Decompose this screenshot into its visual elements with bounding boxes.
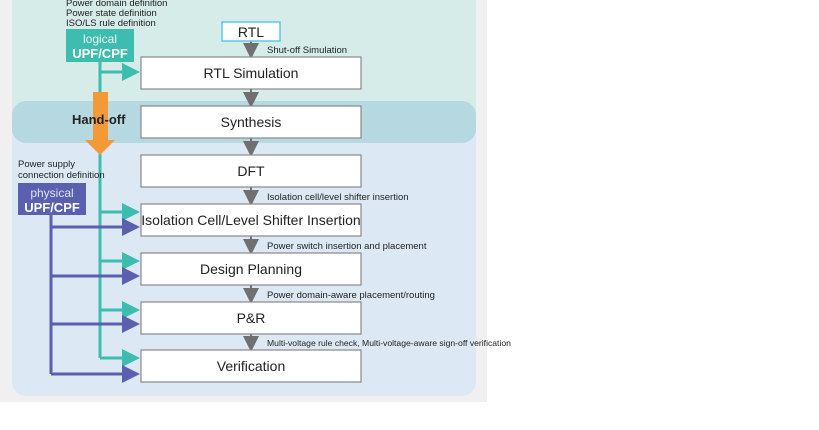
note-shutoff-sim: Shut-off Simulation bbox=[267, 45, 347, 56]
step-pr: P&R bbox=[140, 301, 362, 335]
step-box bbox=[140, 105, 362, 139]
step-box bbox=[140, 349, 362, 383]
note-power-supply: Power supply bbox=[18, 159, 75, 170]
rtl-label: RTL bbox=[238, 24, 264, 40]
step-box bbox=[140, 56, 362, 90]
step-label: P&R bbox=[237, 310, 266, 326]
physical-connectors bbox=[49, 215, 140, 383]
note-power-domain: Power domain definition bbox=[66, 0, 167, 9]
step-box bbox=[140, 252, 362, 286]
step-verification: Verification bbox=[140, 349, 362, 383]
step-label: Verification bbox=[217, 358, 285, 374]
note-mv-check: Multi-voltage rule check, Multi-voltage-… bbox=[267, 338, 511, 348]
note-iso-ls: ISO/LS rule definition bbox=[66, 18, 156, 29]
step-isolation-cell: Isolation Cell/Level Shifter Insertion bbox=[140, 203, 362, 237]
step-dft: DFT bbox=[140, 154, 362, 188]
note-iso-insertion: Isolation cell/level shifter insertion bbox=[267, 192, 409, 203]
step-synthesis: Synthesis bbox=[140, 105, 362, 139]
step-label: RTL Simulation bbox=[204, 65, 299, 81]
note-power-switch: Power switch insertion and placement bbox=[267, 241, 427, 252]
physical-upf-box bbox=[18, 183, 86, 215]
note-power-state: Power state definition bbox=[66, 8, 157, 19]
step-design-planning: Design Planning bbox=[140, 252, 362, 286]
physical-upf-label: UPF/CPF bbox=[24, 200, 80, 215]
logical-upf-box bbox=[66, 29, 134, 62]
physical-label: physical bbox=[30, 186, 73, 200]
step-rtl-simulation: RTL Simulation bbox=[140, 56, 362, 90]
handoff-label: Hand-off bbox=[72, 112, 126, 127]
step-box bbox=[140, 301, 362, 335]
step-label: Design Planning bbox=[200, 261, 302, 277]
logical-upf-label: UPF/CPF bbox=[72, 46, 128, 61]
logical-label: logical bbox=[83, 32, 117, 46]
step-label: DFT bbox=[237, 163, 265, 179]
step-box bbox=[140, 154, 362, 188]
step-label: Isolation Cell/Level Shifter Insertion bbox=[141, 212, 360, 228]
note-connection: connection definition bbox=[18, 170, 105, 181]
step-label: Synthesis bbox=[221, 114, 282, 130]
step-box bbox=[140, 203, 362, 237]
handoff-arrow bbox=[85, 92, 115, 155]
note-placement-routing: Power domain-aware placement/routing bbox=[267, 290, 435, 301]
rtl-box bbox=[221, 21, 281, 42]
